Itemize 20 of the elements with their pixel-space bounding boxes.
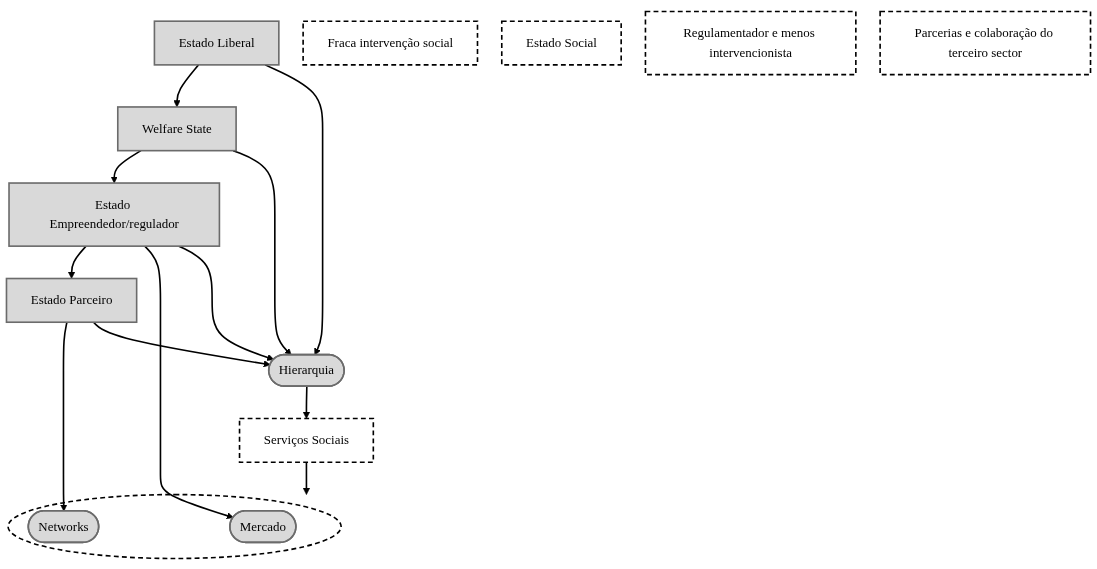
arrow (232, 149, 292, 355)
arrow (143, 244, 234, 519)
arrow (173, 63, 200, 107)
node-box: Serviços Sociais (238, 417, 375, 463)
arrow (302, 385, 310, 419)
arrow (178, 244, 275, 361)
node-box: Regulamentador e menos intervencionista (644, 10, 857, 75)
node-box: Estado Empreendedor/regulador (8, 181, 221, 247)
node-box: Fraca intervenção social (302, 19, 479, 66)
arrow (92, 320, 271, 367)
node-box: Welfare State (116, 105, 237, 151)
arrow (302, 460, 310, 495)
node-box: Estado Parceiro (5, 277, 138, 323)
arrow (68, 244, 87, 279)
arrow (110, 149, 142, 183)
node-box: Estado Liberal (153, 19, 280, 66)
node-box: Estado Social (500, 19, 622, 66)
arrow (60, 320, 68, 511)
arrow (264, 63, 324, 355)
node-box: Parcerias e colaboração do terceiro sector (879, 10, 1092, 75)
